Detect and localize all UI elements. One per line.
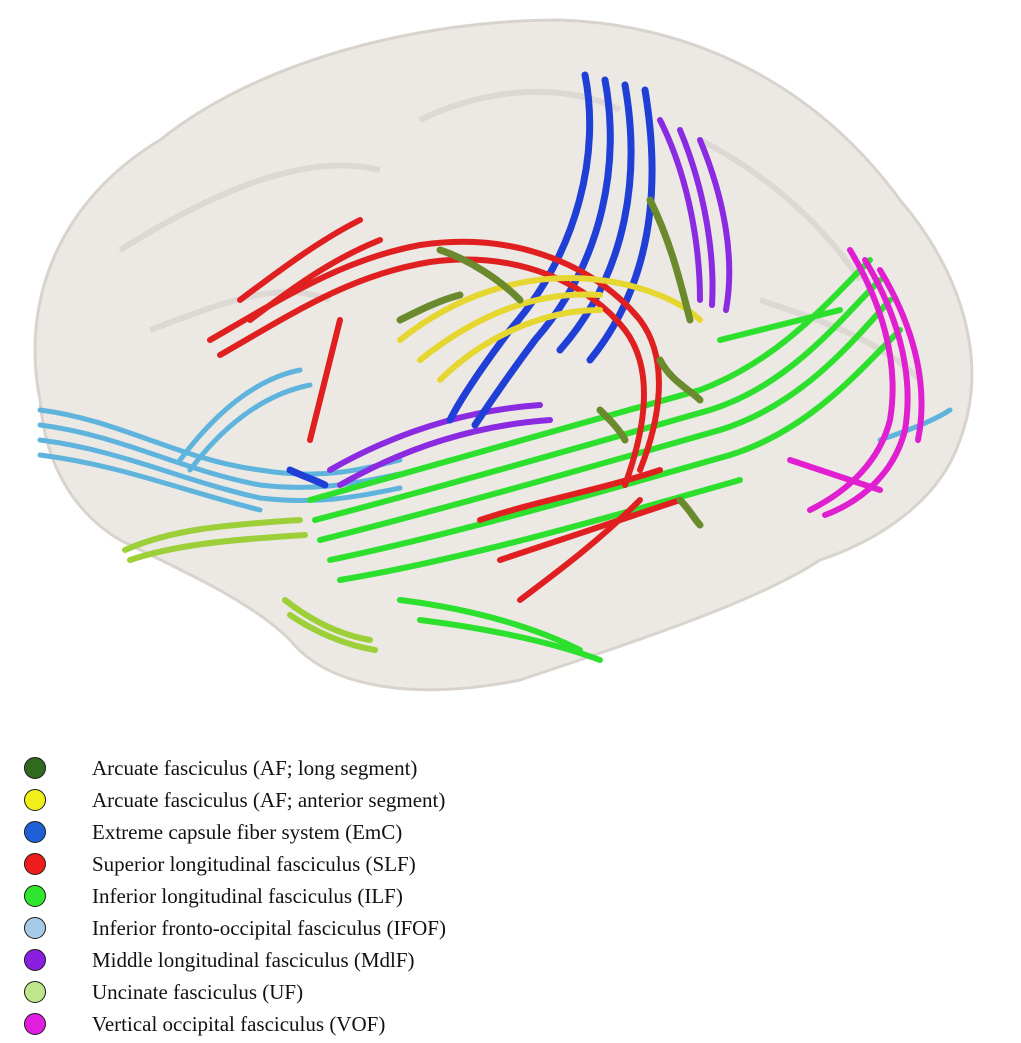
legend-swatch-icon xyxy=(24,853,46,875)
tract-uf xyxy=(122,517,378,653)
legend-item: Uncinate fasciculus (UF) xyxy=(24,976,624,1008)
legend-swatch-icon xyxy=(24,1013,46,1035)
legend-swatch-icon xyxy=(24,757,46,779)
legend-item: Vertical occipital fasciculus (VOF) xyxy=(24,1008,624,1040)
legend-swatch-icon xyxy=(24,821,46,843)
tract-af-long xyxy=(396,196,704,529)
legend-swatch-icon xyxy=(24,885,46,907)
legend-swatch-icon xyxy=(24,981,46,1003)
legend-item: Arcuate fasciculus (AF; long segment) xyxy=(24,752,624,784)
legend-label: Arcuate fasciculus (AF; long segment) xyxy=(92,755,418,780)
legend: Arcuate fasciculus (AF; long segment) Arc… xyxy=(24,752,624,1040)
legend-swatch-icon xyxy=(24,789,46,811)
legend-label: Superior longitudinal fasciculus (SLF) xyxy=(92,851,416,876)
legend-item: Middle longitudinal fasciculus (MdlF) xyxy=(24,944,624,976)
legend-label: Arcuate fasciculus (AF; anterior segment… xyxy=(92,787,446,812)
tract-slf xyxy=(207,217,683,603)
brain-outline xyxy=(33,18,974,692)
tract-ilf xyxy=(307,257,903,663)
tract-vof xyxy=(787,247,925,518)
legend-item: Extreme capsule fiber system (EmC) xyxy=(24,816,624,848)
legend-label: Inferior fronto-occipital fasciculus (IF… xyxy=(92,915,446,940)
legend-label: Inferior longitudinal fasciculus (ILF) xyxy=(92,883,403,908)
legend-item: Inferior fronto-occipital fasciculus (IF… xyxy=(24,912,624,944)
legend-swatch-icon xyxy=(24,917,46,939)
legend-label: Middle longitudinal fasciculus (MdlF) xyxy=(92,947,415,972)
tract-af-anterior xyxy=(397,275,703,383)
legend-swatch-icon xyxy=(24,949,46,971)
legend-label: Extreme capsule fiber system (EmC) xyxy=(92,819,403,844)
legend-item: Superior longitudinal fasciculus (SLF) xyxy=(24,848,624,880)
brain-tractography-figure xyxy=(33,18,974,692)
tract-mdlf xyxy=(327,117,733,488)
legend-item: Arcuate fasciculus (AF; anterior segment… xyxy=(24,784,624,816)
legend-item: Inferior longitudinal fasciculus (ILF) xyxy=(24,880,624,912)
tract-ifof xyxy=(37,367,953,513)
legend-label: Uncinate fasciculus (UF) xyxy=(92,979,304,1004)
legend-label: Vertical occipital fasciculus (VOF) xyxy=(92,1011,386,1036)
